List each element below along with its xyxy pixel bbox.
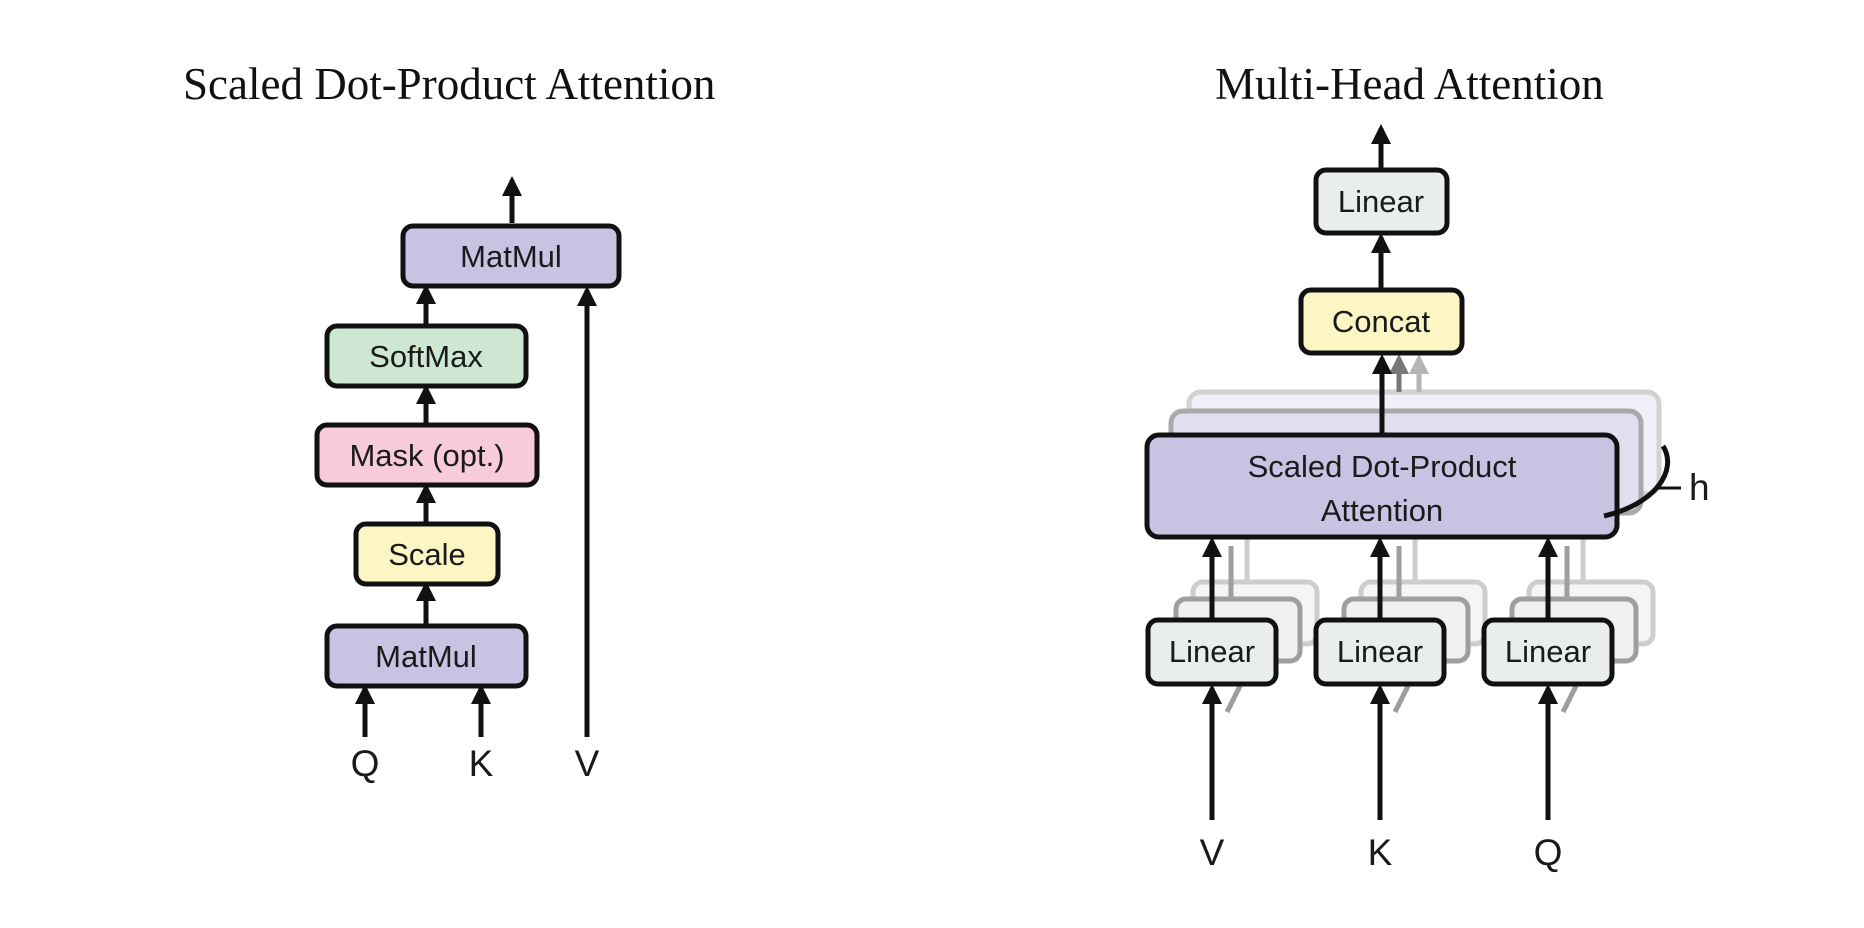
sdpa-q-label: Q (351, 743, 380, 784)
softmax-box (324, 323, 529, 389)
sdpa-k-label: K (469, 743, 494, 784)
heads-brace (1603, 444, 1670, 519)
sdpa-v-label: V (575, 743, 600, 784)
matmul-top-box (400, 223, 622, 289)
mask-box (314, 422, 540, 488)
scale-label: Scale (388, 537, 466, 572)
sdpa-title: Scaled Dot-Product Attention (183, 59, 716, 109)
attention-label-line2: Attention (1321, 493, 1443, 528)
linear-q-label: Linear (1505, 634, 1591, 669)
scale-box (353, 521, 501, 587)
matmul-bottom-box (324, 623, 529, 689)
mha-v-label: V (1200, 832, 1225, 873)
heads-label: h (1689, 467, 1710, 508)
softmax-label: SoftMax (369, 339, 483, 374)
matmul-top-label: MatMul (460, 239, 562, 274)
mha-k-label: K (1368, 832, 1393, 873)
matmul-bottom-label: MatMul (375, 639, 477, 674)
concat-label: Concat (1332, 304, 1431, 339)
mha-title: Multi-Head Attention (1215, 59, 1604, 109)
attention-label-line1: Scaled Dot-Product (1248, 449, 1517, 484)
mha-q-label: Q (1534, 832, 1563, 873)
linear-v-label: Linear (1169, 634, 1255, 669)
linear-k-label: Linear (1337, 634, 1423, 669)
linear-top-label: Linear (1338, 184, 1424, 219)
mha-diagram: Scaled Dot-Product Attention h Concat Li… (1144, 124, 1710, 873)
mask-label: Mask (opt.) (349, 438, 504, 473)
sdpa-diagram: MatMul SoftMax Mask (opt.) Scale MatMul … (314, 176, 622, 784)
